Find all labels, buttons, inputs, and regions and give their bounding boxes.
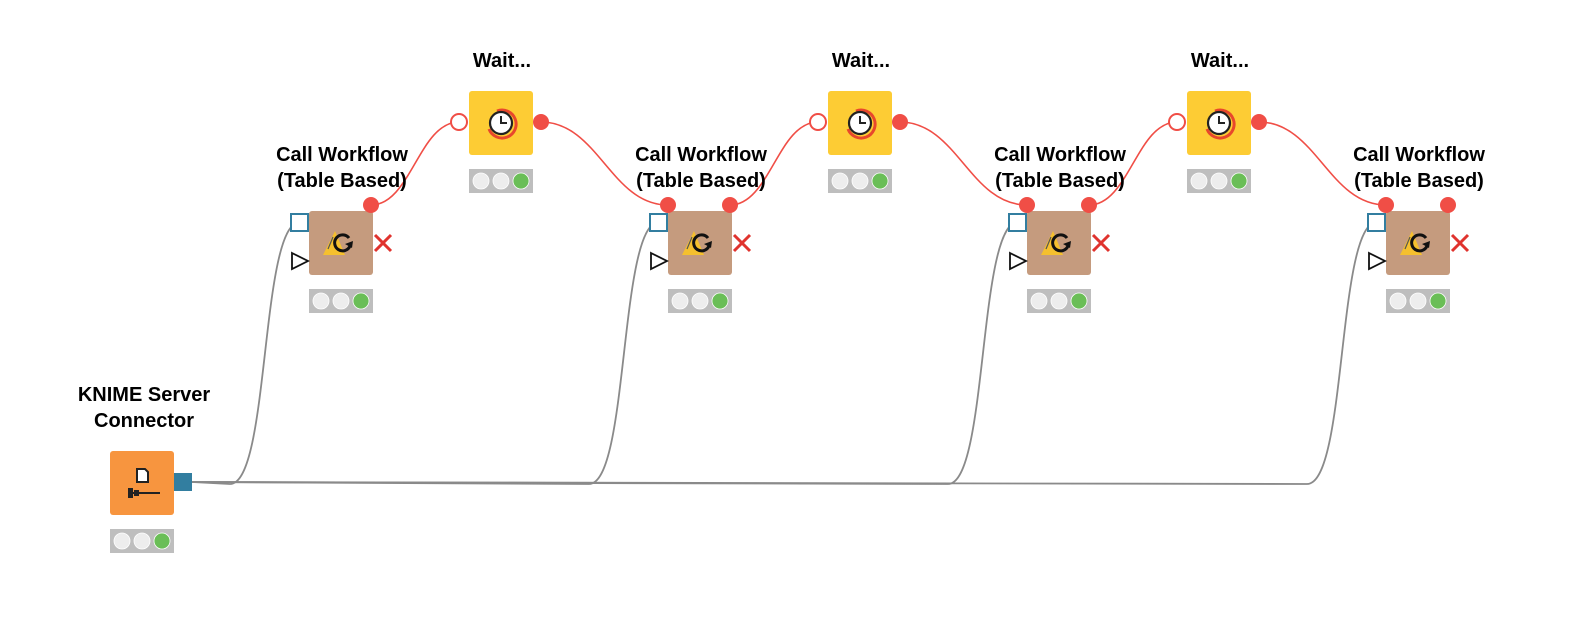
node-label: Wait... (473, 50, 531, 72)
clock-icon (1205, 108, 1236, 140)
table-input-port[interactable] (650, 251, 670, 271)
flow-variable-output-port[interactable] (1251, 114, 1267, 130)
server-connector-icon (128, 468, 160, 498)
node-label: (Table Based) (277, 170, 407, 192)
node-wait3[interactable]: Wait... (1168, 50, 1267, 193)
node-label: KNIME Server (78, 384, 210, 406)
call-workflow-icon (682, 231, 712, 255)
flow-variable-connection[interactable] (1088, 121, 1178, 206)
server-input-port[interactable] (1008, 213, 1027, 232)
node-label: (Table Based) (1354, 170, 1484, 192)
node-call1[interactable]: Call Workflow (Table Based) (276, 144, 408, 313)
server-input-port[interactable] (649, 213, 668, 232)
node-label: Connector (94, 410, 194, 432)
node-status-indicator (1386, 289, 1450, 313)
node-label: Call Workflow (276, 144, 408, 166)
node-label: Call Workflow (994, 144, 1126, 166)
flow-variable-output-port[interactable] (892, 114, 908, 130)
flow-variable-output-port[interactable] (533, 114, 549, 130)
node-status-indicator (309, 289, 373, 313)
node-label: (Table Based) (636, 170, 766, 192)
call-workflow-icon (1400, 231, 1430, 255)
error-x-icon (732, 233, 752, 253)
server-input-port[interactable] (290, 213, 309, 232)
server-connection[interactable] (191, 221, 301, 485)
flow-variable-output-port[interactable] (1440, 197, 1456, 213)
node-body[interactable] (1027, 211, 1091, 275)
server-output-port[interactable] (174, 473, 192, 491)
flow-variable-connection[interactable] (899, 121, 1028, 206)
flow-variable-input-port[interactable] (660, 197, 676, 213)
table-input-port[interactable] (1368, 251, 1388, 271)
clock-icon (487, 108, 518, 140)
flow-variable-connection[interactable] (370, 121, 460, 206)
flow-variable-input-port[interactable] (1019, 197, 1035, 213)
server-input-port[interactable] (1367, 213, 1386, 232)
flow-variable-input-port[interactable] (1378, 197, 1394, 213)
server-connection[interactable] (191, 221, 660, 485)
table-input-port[interactable] (291, 251, 311, 271)
flow-variable-output-port[interactable] (1081, 197, 1097, 213)
clock-icon (846, 108, 877, 140)
node-body[interactable] (668, 211, 732, 275)
node-status-indicator (828, 169, 892, 193)
table-input-port[interactable] (1009, 251, 1029, 271)
flow-variable-connection[interactable] (540, 121, 669, 206)
node-label: (Table Based) (995, 170, 1125, 192)
node-label: Wait... (832, 50, 890, 72)
node-status-indicator (1187, 169, 1251, 193)
node-status-indicator (1027, 289, 1091, 313)
server-connection[interactable] (191, 221, 1378, 485)
node-status-indicator (110, 529, 174, 553)
node-wait2[interactable]: Wait... (809, 50, 908, 193)
error-x-icon (1450, 233, 1470, 253)
error-x-icon (373, 233, 393, 253)
call-workflow-icon (323, 231, 353, 255)
node-label: Call Workflow (1353, 144, 1485, 166)
call-workflow-icon (1041, 231, 1071, 255)
node-call4[interactable]: Call Workflow (Table Based) (1353, 144, 1485, 313)
error-x-icon (1091, 233, 1111, 253)
flow-variable-output-port[interactable] (363, 197, 379, 213)
node-status-indicator (668, 289, 732, 313)
flow-variable-output-port[interactable] (722, 197, 738, 213)
flow-variable-input-port[interactable] (1168, 113, 1186, 131)
node-body[interactable] (1386, 211, 1450, 275)
node-body[interactable] (309, 211, 373, 275)
server-connection[interactable] (191, 221, 1019, 485)
flow-variable-connection[interactable] (729, 121, 819, 206)
flow-variable-connection[interactable] (1258, 121, 1387, 206)
node-wait1[interactable]: Wait... (450, 50, 549, 193)
node-label: Wait... (1191, 50, 1249, 72)
flow-variable-input-port[interactable] (809, 113, 827, 131)
connections-layer (191, 121, 1387, 485)
node-status-indicator (469, 169, 533, 193)
node-call2[interactable]: Call Workflow (Table Based) (635, 144, 767, 313)
node-label: Call Workflow (635, 144, 767, 166)
node-call3[interactable]: Call Workflow (Table Based) (994, 144, 1126, 313)
flow-variable-input-port[interactable] (450, 113, 468, 131)
